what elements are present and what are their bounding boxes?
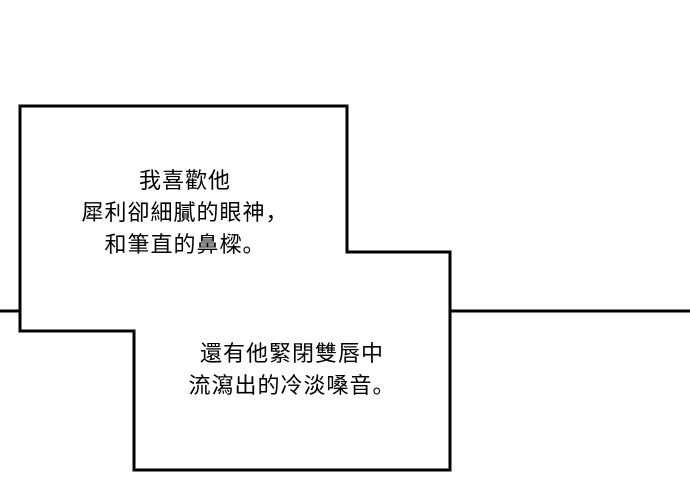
- narration-text-top: 我喜歡他 犀利卻細膩的眼神， 和筆直的鼻樑。: [40, 166, 330, 262]
- narration-line: 犀利卻細膩的眼神，: [81, 201, 289, 226]
- narration-text-bottom: 還有他緊閉雙唇中 流瀉出的冷淡嗓音。: [150, 339, 434, 403]
- narration-line: 我喜歡他: [138, 169, 231, 194]
- narration-box: [18, 104, 452, 472]
- narration-line: 還有他緊閉雙唇中: [199, 342, 384, 367]
- narration-line: 和筆直的鼻樑。: [104, 233, 266, 258]
- narration-line: 流瀉出的冷淡嗓音。: [188, 374, 396, 399]
